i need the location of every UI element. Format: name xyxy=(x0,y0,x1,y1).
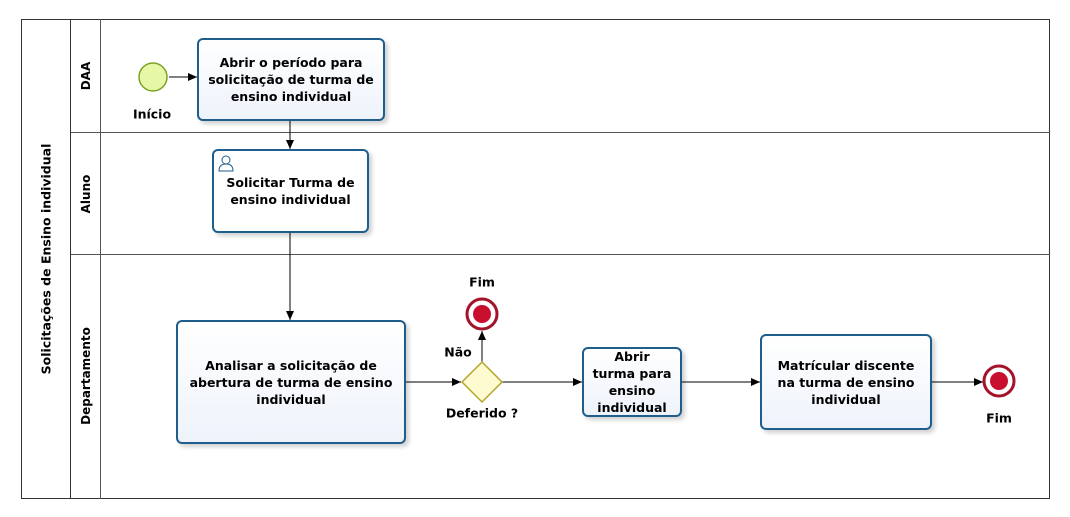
gateway-no-label: Não xyxy=(444,344,472,360)
user-task-icon xyxy=(218,155,234,172)
lane-header-daa: DAA xyxy=(71,19,101,132)
task-abrir-turma-label: Abrir turma para ensino individual xyxy=(592,349,672,415)
lane-divider xyxy=(71,132,1050,133)
end-event-top-label: Fim xyxy=(469,274,495,290)
task-matricular-label: Matrícular discente na turma de ensino i… xyxy=(777,357,915,407)
task-abrir-periodo[interactable]: Abrir o período para solicitação de turm… xyxy=(197,38,385,121)
pool-header: Solicitações de Ensino individual xyxy=(21,19,71,499)
task-matricular[interactable]: Matrícular discente na turma de ensino i… xyxy=(760,334,932,430)
exclusive-gateway[interactable] xyxy=(460,360,504,404)
start-event[interactable] xyxy=(138,62,168,92)
end-event-top[interactable] xyxy=(465,297,499,331)
lane-divider xyxy=(71,254,1050,255)
task-analisar[interactable]: Analisar a solicitação de abertura de tu… xyxy=(176,320,406,444)
lane-header-aluno: Aluno xyxy=(71,132,101,254)
end-event-right[interactable] xyxy=(982,364,1016,398)
lane-header-departamento: Departamento xyxy=(71,254,101,499)
task-abrir-turma[interactable]: Abrir turma para ensino individual xyxy=(582,347,682,417)
end-event-right-label: Fim xyxy=(986,410,1012,426)
task-solicitar-turma[interactable]: Solicitar Turma de ensino individual xyxy=(212,149,369,233)
start-event-label: Início xyxy=(132,106,172,122)
gateway-label: Deferido ? xyxy=(445,405,519,421)
pool xyxy=(21,19,1050,499)
task-analisar-label: Analisar a solicitação de abertura de tu… xyxy=(189,357,393,407)
task-solicitar-turma-label: Solicitar Turma de ensino individual xyxy=(226,175,355,207)
task-abrir-periodo-label: Abrir o período para solicitação de turm… xyxy=(208,55,374,104)
